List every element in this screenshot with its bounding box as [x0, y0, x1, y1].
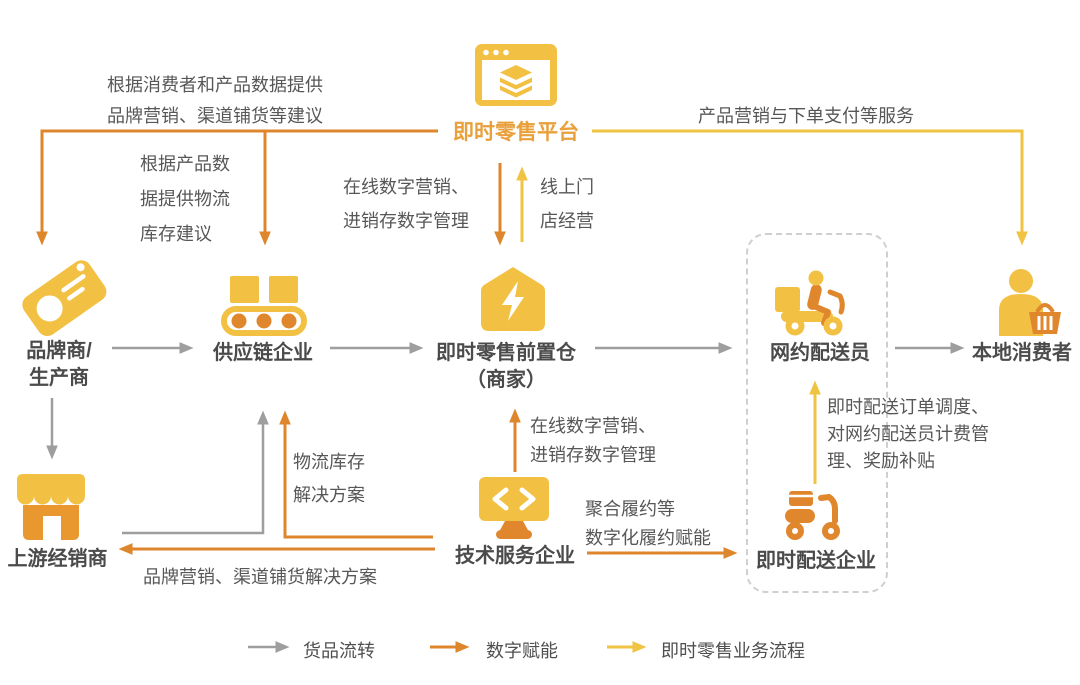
annotation-product-marketing-payment: 产品营销与下单支付等服务: [698, 106, 914, 126]
annotation-dispatch-billing: 即时配送订单调度、 对网约配送员计费管 理、奖励补贴: [827, 397, 989, 471]
annotation-aggregate-fulfillment: 聚合履约等 数字化履约赋能: [585, 499, 711, 548]
node-label-tech: 技术服务企业: [455, 545, 575, 567]
scooter-icon: [785, 491, 840, 540]
annotation-online-marketing-bottom: 在线数字营销、 进销存数字管理: [530, 416, 656, 465]
node-label-warehouse: 即时零售前置仓 （商家）: [436, 342, 576, 391]
node-label-platform: 即时零售平台: [453, 121, 579, 144]
browser-layers-icon: [475, 44, 557, 106]
node-label-rider: 网约配送员: [770, 342, 870, 364]
legend-retail-process: 即时零售业务流程: [661, 641, 805, 661]
node-label-consumer: 本地消费者: [972, 342, 1072, 364]
legend-digital-empowerment: 数字赋能: [486, 641, 558, 661]
lightning-house-icon: [481, 267, 545, 331]
annotation-product-data-logistics: 根据产品数 据提供物流 库存建议: [140, 154, 230, 244]
node-label-courier: 即时配送企业: [756, 550, 876, 572]
annotation-consumer-product-data: 根据消费者和产品数据提供 品牌营销、渠道铺货等建议: [107, 75, 323, 126]
conveyor-boxes-icon: [221, 276, 307, 336]
price-tag-icon: [22, 260, 107, 337]
storefront-icon: [17, 474, 85, 540]
node-label-brand: 品牌商/ 生产商: [26, 340, 92, 389]
shopper-basket-icon: [999, 269, 1061, 336]
arrow-platform-to-consumer: [592, 129, 1028, 246]
node-label-supply: 供应链企业: [213, 342, 313, 364]
code-monitor-icon: [479, 477, 549, 539]
node-label-distributor: 上游经销商: [7, 548, 108, 570]
delivery-rider-icon: [775, 270, 845, 336]
annotation-logistics-inventory-solution: 物流库存 解决方案: [293, 452, 365, 505]
annotation-brand-channel-solution: 品牌营销、渠道铺货解决方案: [143, 567, 377, 587]
legend-goods-flow: 货品流转: [303, 641, 375, 661]
arrow-distributor-to-supply: [122, 410, 269, 535]
annotation-online-marketing-top: 在线数字营销、 进销存数字管理: [343, 177, 469, 231]
annotation-online-store: 线上门 店经营: [540, 177, 594, 231]
